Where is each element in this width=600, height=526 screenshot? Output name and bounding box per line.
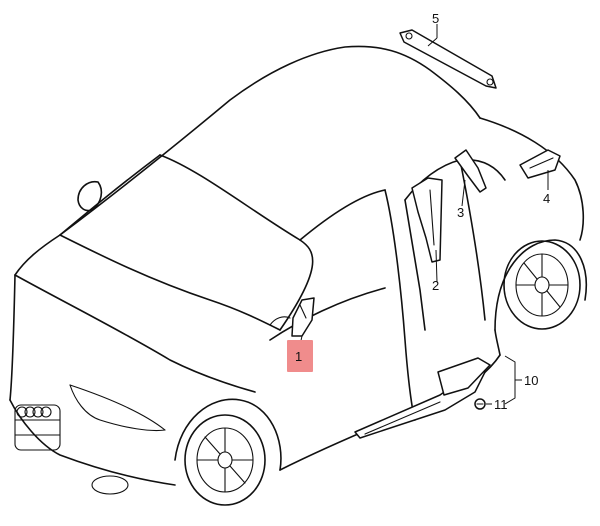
part-4-trim <box>519 149 561 179</box>
rear-wheel <box>503 240 581 330</box>
callout-11[interactable]: 11 <box>494 397 508 412</box>
part-2-trim <box>411 177 443 263</box>
part-11-clip <box>474 398 486 410</box>
part-5-strip <box>399 29 497 89</box>
callout-3[interactable]: 3 <box>457 205 464 220</box>
part-3-trim <box>454 149 487 193</box>
callout-2[interactable]: 2 <box>432 278 439 293</box>
front-wheel <box>184 414 266 506</box>
callout-1[interactable]: 1 <box>295 349 302 364</box>
callout-1-highlight <box>287 340 313 372</box>
part-10-bracket <box>354 357 491 439</box>
car-body <box>9 45 587 495</box>
leader-lines <box>299 24 549 405</box>
callout-5[interactable]: 5 <box>432 11 439 26</box>
part-1-trim <box>291 297 315 337</box>
callout-10[interactable]: 10 <box>524 373 538 388</box>
callout-4[interactable]: 4 <box>543 191 550 206</box>
